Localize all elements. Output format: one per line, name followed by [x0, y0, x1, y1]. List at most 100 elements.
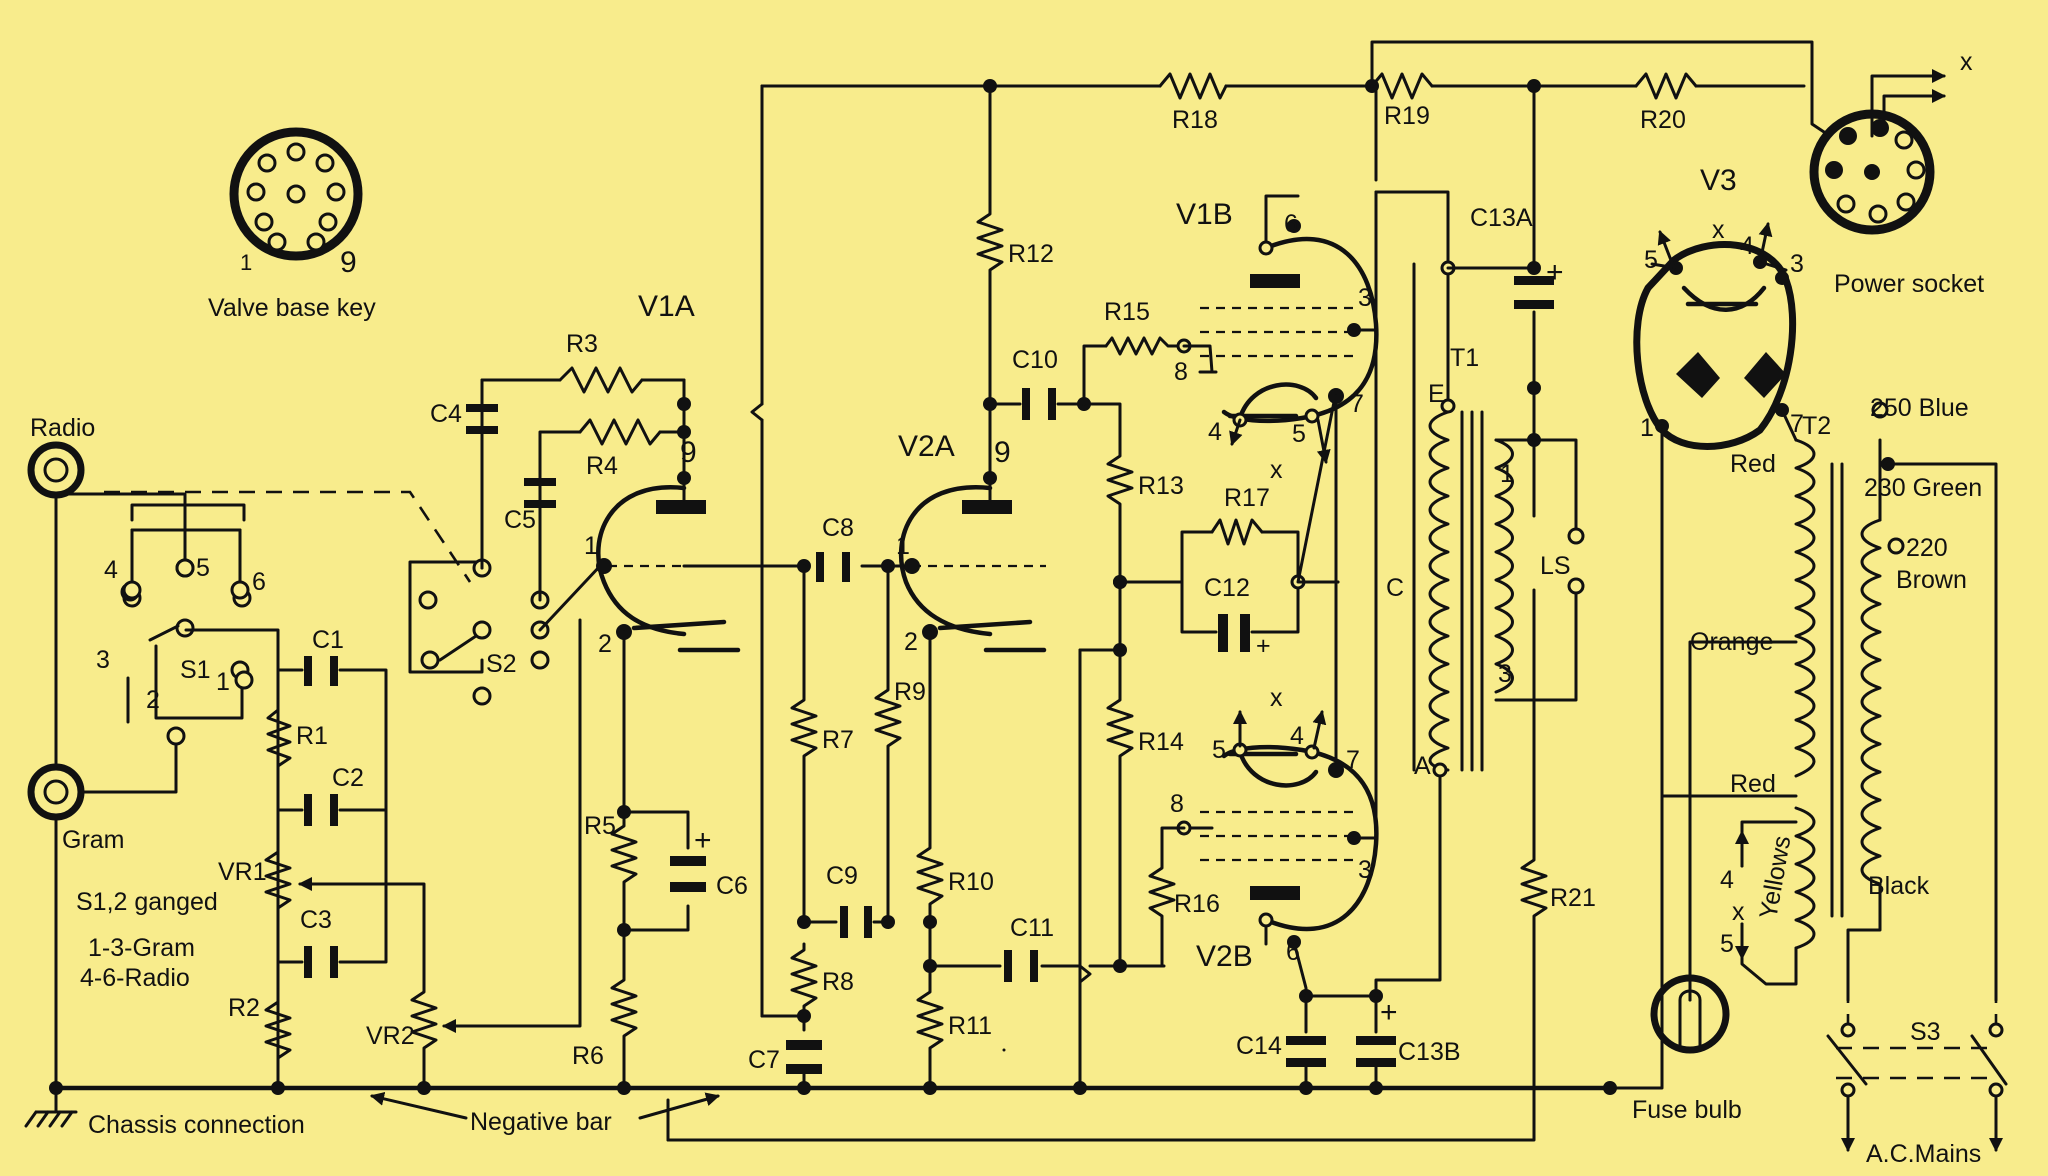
switch-note-3: 4-6-Radio [80, 964, 190, 992]
v2b-pin-6: 6 [1286, 938, 1300, 966]
v2b-pin-3: 3 [1358, 856, 1372, 884]
resistor-r3 [558, 366, 644, 394]
fuse-bulb-label: Fuse bulb [1632, 1096, 1742, 1124]
r7-label: R7 [822, 726, 854, 754]
v2b-heater-x: x [1270, 684, 1283, 712]
v1a-pin-9: 9 [680, 436, 697, 469]
s3-label: S3 [1910, 1018, 1941, 1046]
c10-label: C10 [1012, 346, 1058, 374]
capacitor-c1 [304, 656, 338, 686]
tap-brown: Brown [1896, 566, 1967, 594]
valve-base-key [229, 127, 363, 261]
c11-label: C11 [1010, 914, 1054, 942]
v2a-label: V2A [898, 430, 955, 463]
c12-label: C12 [1204, 574, 1250, 602]
capacitor-c2 [304, 794, 338, 826]
r6-label: R6 [572, 1042, 604, 1070]
v2b-label: V2B [1196, 940, 1253, 973]
v2a-pin-2: 2 [904, 628, 918, 656]
s1-pin-6: 6 [252, 568, 266, 596]
c6-plus: + [694, 824, 712, 857]
r14-label: R14 [1138, 728, 1184, 756]
v1a-pin-1: 1 [584, 532, 598, 560]
yellow-x: x [1732, 898, 1745, 926]
capacitor-c9 [840, 906, 872, 938]
r13-label: R13 [1138, 472, 1184, 500]
s1-pin-1: 1 [216, 668, 230, 696]
r5-label: R5 [584, 812, 616, 840]
radio-socket [27, 441, 85, 499]
r20-label: R20 [1640, 106, 1686, 134]
red-label-bottom: Red [1730, 770, 1776, 798]
c4-label: C4 [430, 400, 462, 428]
capacitor-c4 [466, 378, 498, 570]
v2a-pin-9: 9 [994, 436, 1011, 469]
r17-label: R17 [1224, 484, 1270, 512]
v3-pin-3: 3 [1790, 250, 1804, 278]
r16-label: R16 [1174, 890, 1220, 918]
pot-vr2 [384, 618, 582, 1090]
r3-label: R3 [566, 330, 598, 358]
s1-pin-3: 3 [96, 646, 110, 674]
chassis-connection-label: Chassis connection [88, 1111, 305, 1139]
c2-label: C2 [332, 764, 364, 792]
transformer-t2 [1780, 408, 1882, 950]
t2-label: T2 [1802, 412, 1831, 440]
ac-mains-label: A.C.Mains [1866, 1140, 1981, 1168]
capacitor-c14 [1286, 1036, 1326, 1067]
c8-label: C8 [822, 514, 854, 542]
capacitor-c7 [786, 1040, 822, 1074]
capacitor-c10 [1022, 388, 1056, 420]
s1-pin-5: 5 [196, 554, 210, 582]
switch-note-1: S1,2 ganged [76, 888, 218, 916]
valve-v2a [886, 402, 1047, 653]
r2-label: R2 [228, 994, 260, 1022]
t1-a-label: A [1414, 752, 1431, 780]
v1b-pin-7: 7 [1350, 390, 1364, 418]
capacitor-c8 [816, 552, 850, 582]
t1-label: T1 [1450, 344, 1479, 372]
c6-label: C6 [716, 872, 748, 900]
vr2-label: VR2 [366, 1022, 415, 1050]
gram-label: Gram [62, 826, 125, 854]
s1-pin-4: 4 [104, 556, 118, 584]
v3-pin-4: 4 [1740, 232, 1754, 260]
t1-pin-1: 1 [1500, 460, 1514, 488]
loudspeaker-ls [1532, 438, 1585, 702]
v1b-pin-4: 4 [1208, 418, 1222, 446]
r11-label: R11 [948, 1012, 992, 1040]
v1b-pin-3: 3 [1358, 284, 1372, 312]
v3-x: x [1712, 216, 1725, 244]
v2b-pin-4: 4 [1290, 722, 1304, 750]
r4-label: R4 [586, 452, 618, 480]
v1a-label: V1A [638, 290, 695, 323]
c9-label: C9 [826, 862, 858, 890]
r10-label: R10 [948, 868, 994, 896]
resistor-r15 [1104, 336, 1186, 356]
valve-v1b [1182, 194, 1379, 584]
power-socket-x: x [1960, 48, 1973, 76]
gram-socket [27, 763, 85, 821]
r1-label: R1 [296, 722, 328, 750]
s1-pin-2: 2 [146, 686, 160, 714]
r18-label: R18 [1172, 106, 1218, 134]
switch-radio-pins [54, 492, 250, 600]
s2-label: S2 [486, 650, 517, 678]
r21-label: R21 [1550, 884, 1596, 912]
key-pin-9: 9 [340, 246, 357, 279]
key-pin-1: 1 [240, 250, 252, 275]
v1b-pin-8: 8 [1174, 358, 1188, 386]
t1-c-label: C [1386, 574, 1404, 602]
gang-link [104, 490, 472, 583]
tap-250-blue: 250 Blue [1870, 394, 1969, 422]
vr1-label: VR1 [218, 858, 267, 886]
v2b-pin-7: 7 [1346, 746, 1360, 774]
v2b-pin-5: 5 [1212, 736, 1226, 764]
c12-plus: + [1256, 632, 1271, 660]
c13b-label: C13B [1398, 1038, 1461, 1066]
s1-label: S1 [180, 656, 211, 684]
pot-vr1 [264, 838, 388, 922]
resistor-r19 [1370, 72, 1434, 100]
